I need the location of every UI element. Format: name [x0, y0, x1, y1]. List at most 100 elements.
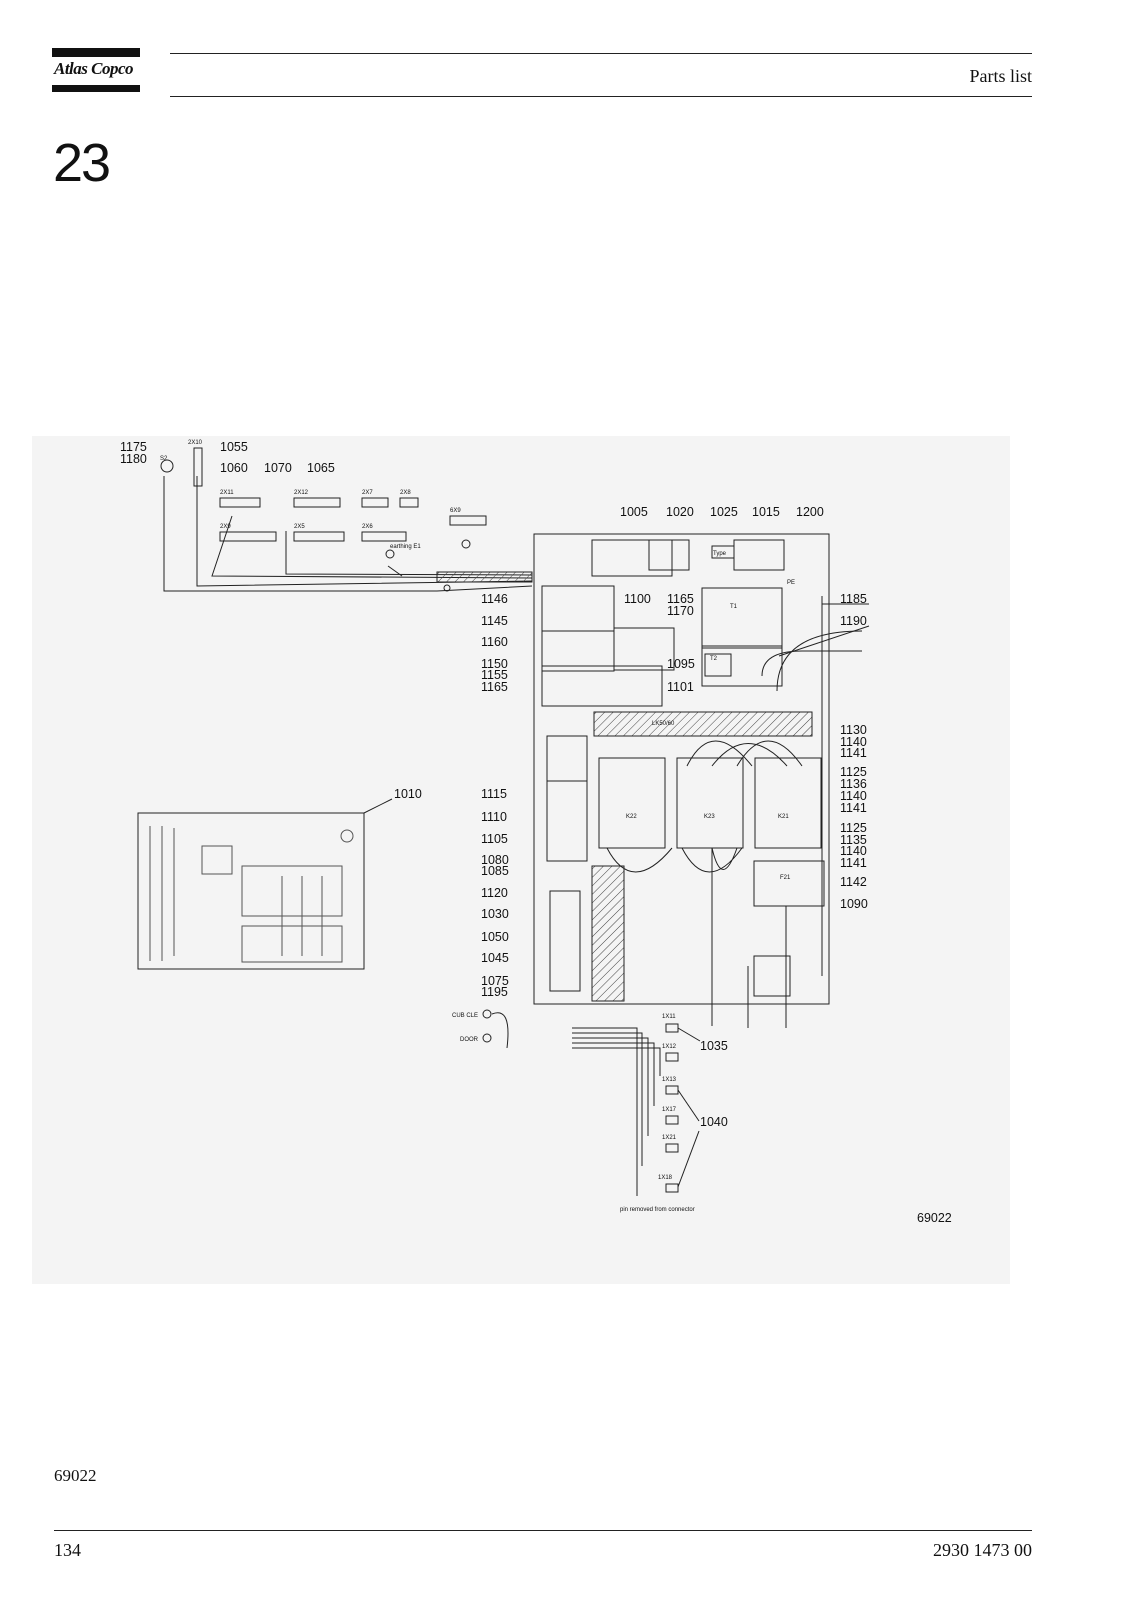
callout-1010: 1010 — [394, 787, 422, 801]
header-title: Parts list — [969, 66, 1032, 86]
callout-1020: 1020 — [666, 505, 694, 519]
callout-1135: 1135 — [840, 833, 867, 847]
callout-1101: 1101 — [667, 680, 694, 694]
callout-1150: 1150 — [481, 657, 508, 671]
callout-1130: 1130 — [840, 723, 867, 737]
callout-1005: 1005 — [620, 505, 648, 519]
label-1x17: 1X17 — [662, 1107, 677, 1113]
label-2x5: 2X5 — [294, 524, 305, 530]
label-lk: LK50/60 — [652, 721, 675, 727]
callout-1120: 1120 — [481, 886, 508, 900]
label-1x13: 1X13 — [662, 1077, 677, 1083]
label-2x12: 2X12 — [294, 490, 309, 496]
label-plate-1015 — [733, 539, 785, 571]
callout-1070: 1070 — [264, 461, 292, 475]
figure-caption: 69022 — [54, 1466, 97, 1485]
callout-1125a: 1125 — [840, 765, 867, 779]
callout-1195: 1195 — [481, 985, 508, 999]
callout-1140c: 1140 — [840, 844, 867, 858]
label-2x6: 2X6 — [362, 524, 373, 530]
callout-1060: 1060 — [220, 461, 248, 475]
cable-duct — [593, 711, 813, 737]
callout-1141a: 1141 — [840, 746, 867, 760]
label-door: DOOR — [460, 1037, 479, 1043]
schematic-1010 — [137, 812, 365, 970]
callout-1045: 1045 — [481, 951, 509, 965]
callout-1065: 1065 — [307, 461, 335, 475]
label-s2: S2 — [160, 456, 168, 462]
callout-1190: 1190 — [840, 614, 867, 628]
callout-1095: 1095 — [667, 657, 695, 671]
callout-1080: 1080 — [481, 853, 509, 867]
callout-1142: 1142 — [840, 875, 867, 889]
atlas-copco-logo: Atlas Copco — [52, 48, 140, 92]
callout-1145: 1145 — [481, 614, 508, 628]
page-number: 134 — [54, 1540, 81, 1560]
label-2x8: 2X8 — [400, 490, 411, 496]
callout-1055: 1055 — [220, 440, 248, 454]
logo-bar-bottom — [52, 85, 140, 92]
callout-1025: 1025 — [710, 505, 738, 519]
callout-1035: 1035 — [700, 1039, 728, 1053]
label-2x9: 2X9 — [220, 524, 231, 530]
electrical-cabinet-drawing: 1175 1180 1055 1060 1070 1065 1005 1020 … — [32, 436, 1010, 1284]
label-pe: PE — [787, 580, 795, 586]
callout-1115: 1115 — [481, 787, 507, 801]
callout-1200: 1200 — [796, 505, 824, 519]
label-type: Type — [713, 551, 727, 557]
callout-1141c: 1141 — [840, 856, 867, 870]
callout-1040: 1040 — [700, 1115, 728, 1129]
transformer-t2 — [704, 653, 732, 677]
callout-1085: 1085 — [481, 864, 509, 878]
label-1x18: 1X18 — [658, 1175, 673, 1181]
label-1x11: 1X11 — [662, 1014, 676, 1020]
overload-f21 — [753, 860, 825, 907]
callout-1165b: 1165 — [481, 680, 508, 694]
cable-duct-vertical — [591, 865, 625, 1002]
callout-1015: 1015 — [752, 505, 780, 519]
callout-1180: 1180 — [120, 452, 147, 466]
transformer-t1-base — [701, 645, 783, 687]
contactor-k22 — [598, 757, 666, 849]
cabinet-panel — [533, 533, 830, 1005]
figure-id: 69022 — [917, 1211, 952, 1225]
label-pin-note: pin removed from connector — [620, 1207, 695, 1213]
label-cub-cle: CUB CLE — [452, 1013, 478, 1019]
label-2x10: 2X10 — [188, 440, 203, 446]
logo-text: Atlas Copco — [54, 59, 134, 78]
logo-bar-top — [52, 48, 140, 57]
label-1x21: 1X21 — [662, 1135, 677, 1141]
section-number: 23 — [53, 133, 111, 193]
label-2x11: 2X11 — [220, 490, 234, 496]
callout-1125b: 1125 — [840, 821, 867, 835]
callout-1105: 1105 — [481, 832, 508, 846]
label-k21: K21 — [778, 814, 789, 820]
terminal-block-1050 — [549, 890, 581, 992]
callout-1175: 1175 — [120, 440, 147, 454]
callout-1050: 1050 — [481, 930, 509, 944]
callout-1136: 1136 — [840, 777, 867, 791]
label-f21: F21 — [780, 875, 791, 881]
callout-1141b: 1141 — [840, 801, 867, 815]
label-k22: K22 — [626, 814, 637, 820]
label-t2: T2 — [710, 656, 718, 662]
callout-1155: 1155 — [481, 668, 508, 682]
callout-1110: 1110 — [481, 810, 507, 824]
document-number: 2930 1473 00 — [933, 1540, 1032, 1560]
label-t1: T1 — [730, 604, 738, 610]
transformer-t1 — [701, 587, 783, 649]
label-6x9: 6X9 — [450, 508, 461, 514]
contactor-k23 — [676, 757, 744, 849]
callout-1140b: 1140 — [840, 789, 867, 803]
callout-1170: 1170 — [667, 604, 694, 618]
label-2x7: 2X7 — [362, 490, 373, 496]
drawing-svg: 1175 1180 1055 1060 1070 1065 1005 1020 … — [120, 440, 952, 1225]
label-k23: K23 — [704, 814, 715, 820]
callout-1185: 1185 — [840, 592, 867, 606]
label-1x12: 1X12 — [662, 1044, 677, 1050]
callout-1160: 1160 — [481, 635, 508, 649]
callout-1146: 1146 — [481, 592, 508, 606]
callout-1090: 1090 — [840, 897, 868, 911]
header-rule-top — [170, 53, 1032, 54]
footer-rule — [54, 1530, 1032, 1531]
